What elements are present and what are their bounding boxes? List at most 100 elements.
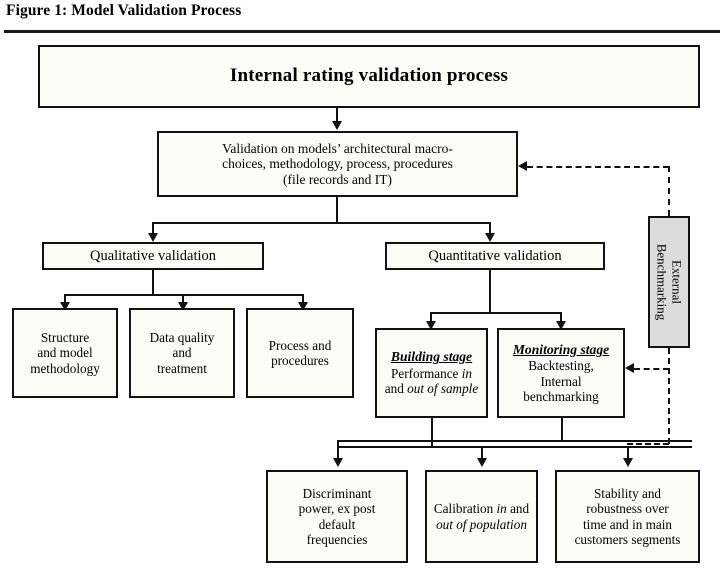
process-line-1: Process and (268, 337, 332, 353)
structure-line-1: Structure (40, 330, 90, 346)
calibration-em2: out of population (436, 516, 527, 532)
node-discriminant-power: Discriminant power, ex post default freq… (266, 470, 408, 563)
process-line-2: procedures (271, 353, 329, 368)
node-label-macro: Validation on models’ architectural macr… (159, 140, 516, 189)
node-external-benchmarking: External Benchmarking (648, 216, 690, 348)
connector-to-stability (627, 446, 629, 460)
macro-line-3: (file records and IT) (282, 171, 393, 187)
arrowhead-qualitative (148, 233, 158, 242)
node-label-qualitative: Qualitative validation (89, 247, 217, 264)
node-label-root: Internal rating validation process (229, 65, 509, 87)
connector-outcome-bus-upper (337, 440, 692, 442)
dashed-external-top-riser (668, 166, 670, 216)
external-line-1: External (669, 259, 685, 305)
node-label-quantitative: Quantitative validation (428, 247, 562, 264)
monitoring-line-3: benchmarking (523, 389, 599, 405)
arrowhead-feedback-to-macro (518, 161, 527, 171)
figure-caption: Figure 1: Model Validation Process (6, 2, 242, 19)
calibration-mid: and (506, 501, 530, 517)
connector-quantitative-bus (430, 312, 562, 314)
node-label-external-benchmarking: External Benchmarking (654, 243, 685, 321)
node-data-quality-and-treatment: Data quality and treatment (129, 308, 235, 398)
external-line-2: Benchmarking (655, 243, 670, 321)
node-label-stability: Stability and robustness over time and i… (557, 485, 698, 548)
connector-to-process (302, 294, 304, 304)
node-label-building-stage: Building stage Performance in and out of… (377, 348, 486, 397)
node-stability-robustness: Stability and robustness over time and i… (555, 470, 700, 563)
node-process-and-procedures: Process and procedures (246, 308, 354, 398)
arrowhead-building-stage (426, 321, 436, 330)
macro-line-2: choices, methodology, process, procedure… (222, 156, 453, 172)
arrowhead-root-to-macro (332, 121, 342, 130)
dashed-external-to-macro (527, 166, 669, 168)
data-quality-line-2: and (172, 345, 192, 361)
connector-bus-left-riser (337, 440, 339, 447)
caption-rule (4, 30, 720, 33)
connector-building-down (431, 418, 433, 447)
connector-to-calibration (481, 446, 483, 460)
arrowhead-feedback-to-monitoring (625, 363, 634, 373)
connector-to-building-stage (430, 312, 432, 323)
building-stage-body-mid: and (384, 381, 408, 397)
arrowhead-calibration (477, 458, 487, 467)
node-monitoring-stage: Monitoring stage Backtesting, Internal b… (497, 328, 625, 418)
node-qualitative-validation: Qualitative validation (42, 242, 264, 270)
discriminant-line-1: Discriminant (302, 485, 372, 501)
node-building-stage: Building stage Performance in and out of… (375, 328, 488, 418)
calibration-em1: in (496, 501, 507, 517)
connector-monitoring-down (561, 418, 563, 441)
discriminant-line-3: default (318, 516, 356, 532)
connector-to-data-quality (182, 294, 184, 304)
dashed-external-bottom-riser (668, 348, 670, 444)
connector-to-discriminant (337, 446, 339, 460)
node-structure-and-model-methodology: Structure and model methodology (12, 308, 118, 398)
building-stage-heading: Building stage (390, 349, 473, 365)
connector-outcome-bus-lower (337, 446, 692, 448)
arrowhead-structure (60, 302, 70, 311)
connector-macro-down (336, 197, 338, 223)
node-label-discriminant: Discriminant power, ex post default freq… (268, 485, 406, 548)
connector-down-quantitative (489, 222, 491, 235)
node-macro-choices: Validation on models’ architectural macr… (157, 131, 518, 197)
stability-line-2: robustness over (586, 501, 669, 517)
connector-quantitative-down (489, 270, 491, 313)
node-label-calibration: Calibration in and out of population (427, 500, 536, 533)
structure-line-3: methodology (30, 360, 100, 376)
arrowhead-discriminant (333, 458, 343, 467)
arrowhead-data-quality (178, 302, 188, 311)
dashed-external-to-monitoring (634, 368, 669, 370)
connector-split-bus-level2 (152, 222, 491, 224)
macro-line-1: Validation on models’ architectural macr… (222, 140, 453, 156)
node-label-data-quality: Data quality and treatment (131, 329, 233, 377)
node-label-process: Process and procedures (248, 337, 352, 370)
monitoring-stage-heading: Monitoring stage (512, 341, 610, 357)
node-calibration: Calibration in and out of population (425, 470, 538, 563)
connector-down-qualitative (152, 222, 154, 235)
connector-to-monitoring-stage (560, 312, 562, 323)
node-label-monitoring-stage: Monitoring stage Backtesting, Internal b… (499, 341, 623, 406)
node-internal-rating-validation-process: Internal rating validation process (38, 45, 700, 108)
node-quantitative-validation: Quantitative validation (385, 242, 605, 270)
stability-line-1: Stability and (593, 485, 662, 501)
calibration-pre: Calibration (433, 501, 497, 517)
connector-qualitative-bus (64, 294, 304, 296)
dashed-external-to-outcome-bus (627, 443, 669, 445)
arrowhead-monitoring-stage (556, 321, 566, 330)
structure-line-2: and model (37, 345, 93, 361)
monitoring-line-1: Backtesting, (528, 358, 594, 374)
building-stage-body-em1: in (461, 366, 472, 382)
connector-to-structure (64, 294, 66, 304)
data-quality-line-3: treatment (157, 360, 207, 376)
building-stage-body-em2: out of sample (407, 381, 479, 397)
building-stage-body-pre: Performance (391, 366, 462, 382)
node-label-structure: Structure and model methodology (14, 329, 116, 377)
monitoring-line-2: Internal (540, 373, 582, 389)
arrowhead-quantitative (485, 233, 495, 242)
stability-line-3: time and in main (583, 516, 672, 532)
connector-root-to-macro (336, 108, 338, 123)
discriminant-line-4: frequencies (306, 531, 368, 547)
data-quality-line-1: Data quality (149, 330, 215, 346)
stability-line-4: customers segments (574, 531, 681, 547)
arrowhead-process (298, 302, 308, 311)
